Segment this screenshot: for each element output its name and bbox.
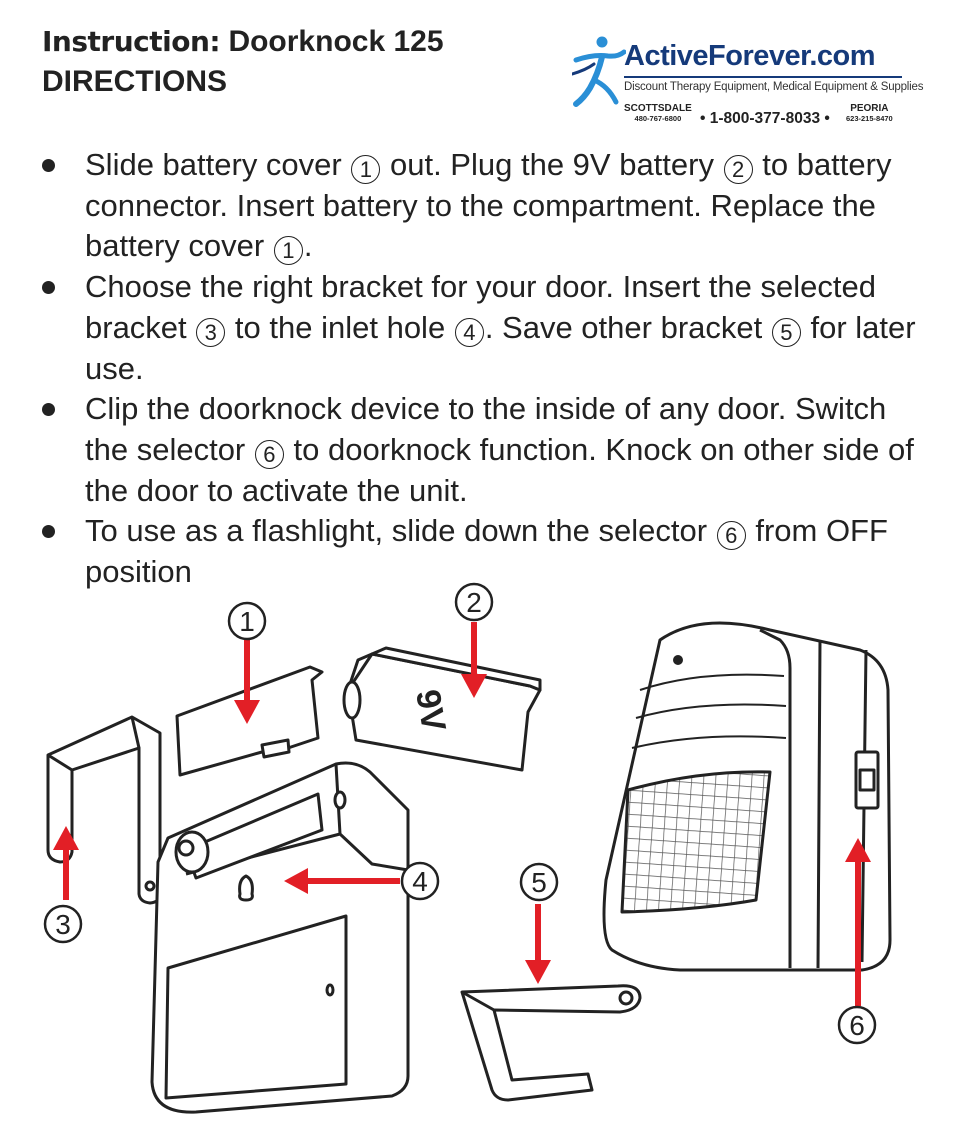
callout-ref: 5	[771, 317, 801, 347]
runner-figure-icon	[572, 36, 626, 107]
product-name: Doorknock 125	[228, 25, 444, 58]
scottsdale-phone: 480-767-6800	[634, 114, 682, 123]
callout-ref: 1	[273, 236, 303, 266]
list-item: Slide battery cover 1 out. Plug the 9V b…	[42, 145, 922, 267]
callout-ref: 4	[454, 317, 484, 347]
battery-9v-2: 9V	[342, 646, 542, 772]
bullet	[42, 525, 55, 539]
bracket-5	[460, 984, 642, 1102]
list-item: Choose the right bracket for your door. …	[42, 267, 922, 389]
callout-ref: 3	[196, 317, 226, 347]
list-item: To use as a flashlight, slide down the s…	[42, 511, 922, 592]
callout-ref: 6	[254, 439, 284, 469]
callouts: 1 2 3 4 5 6	[43, 582, 877, 1045]
svg-text:2: 2	[466, 587, 482, 618]
list-item: Clip the doorknock device to the inside …	[42, 389, 922, 511]
battery-label: 9V	[408, 687, 453, 735]
callout-1: 1	[227, 601, 267, 641]
doorknock-unit-front	[602, 621, 892, 972]
document-header: Instruction: Doorknock 125 DIRECTIONS	[42, 22, 444, 102]
city-scottsdale: SCOTTSDALE 480-767-6800	[624, 103, 692, 124]
assembly-illustration: 9V	[43, 582, 892, 1114]
bullet	[42, 403, 55, 417]
city-peoria: PEORIA 623-215-8470	[846, 103, 893, 124]
callout-3: 3	[43, 904, 83, 944]
contact-line: SCOTTSDALE 480-767-6800 • 1-800-377-8033…	[624, 104, 902, 130]
toll-free-phone: • 1-800-377-8033 •	[700, 110, 830, 127]
callout-2: 2	[454, 582, 494, 622]
svg-text:4: 4	[412, 866, 428, 897]
brand-tagline: Discount Therapy Equipment, Medical Equi…	[624, 81, 924, 93]
brand-underline	[624, 76, 902, 78]
document-title: Instruction: Doorknock 125	[42, 22, 444, 62]
callout-6: 6	[837, 1005, 877, 1045]
title-lead: Instruction:	[42, 25, 221, 58]
callout-4: 4	[400, 861, 440, 901]
callout-ref: 6	[716, 521, 746, 551]
activeforever-logo: ActiveForever.com Discount Therapy Equip…	[572, 30, 923, 130]
peoria-phone: 623-215-8470	[846, 114, 893, 123]
section-heading: DIRECTIONS	[42, 65, 228, 98]
instruction-list: Slide battery cover 1 out. Plug the 9V b…	[42, 145, 922, 593]
battery-cover-1	[175, 665, 324, 777]
bullet	[42, 281, 55, 295]
brand-name: ActiveForever.com	[624, 40, 876, 72]
callout-ref: 1	[351, 155, 381, 184]
callout-ref: 2	[723, 155, 753, 184]
svg-text:3: 3	[55, 909, 71, 940]
callout-5: 5	[519, 862, 559, 902]
svg-text:1: 1	[239, 606, 255, 637]
doorknock-body-back	[150, 761, 410, 1114]
arrows	[53, 622, 871, 1006]
svg-text:6: 6	[849, 1010, 865, 1041]
bullet	[42, 159, 55, 172]
svg-text:5: 5	[531, 867, 547, 898]
